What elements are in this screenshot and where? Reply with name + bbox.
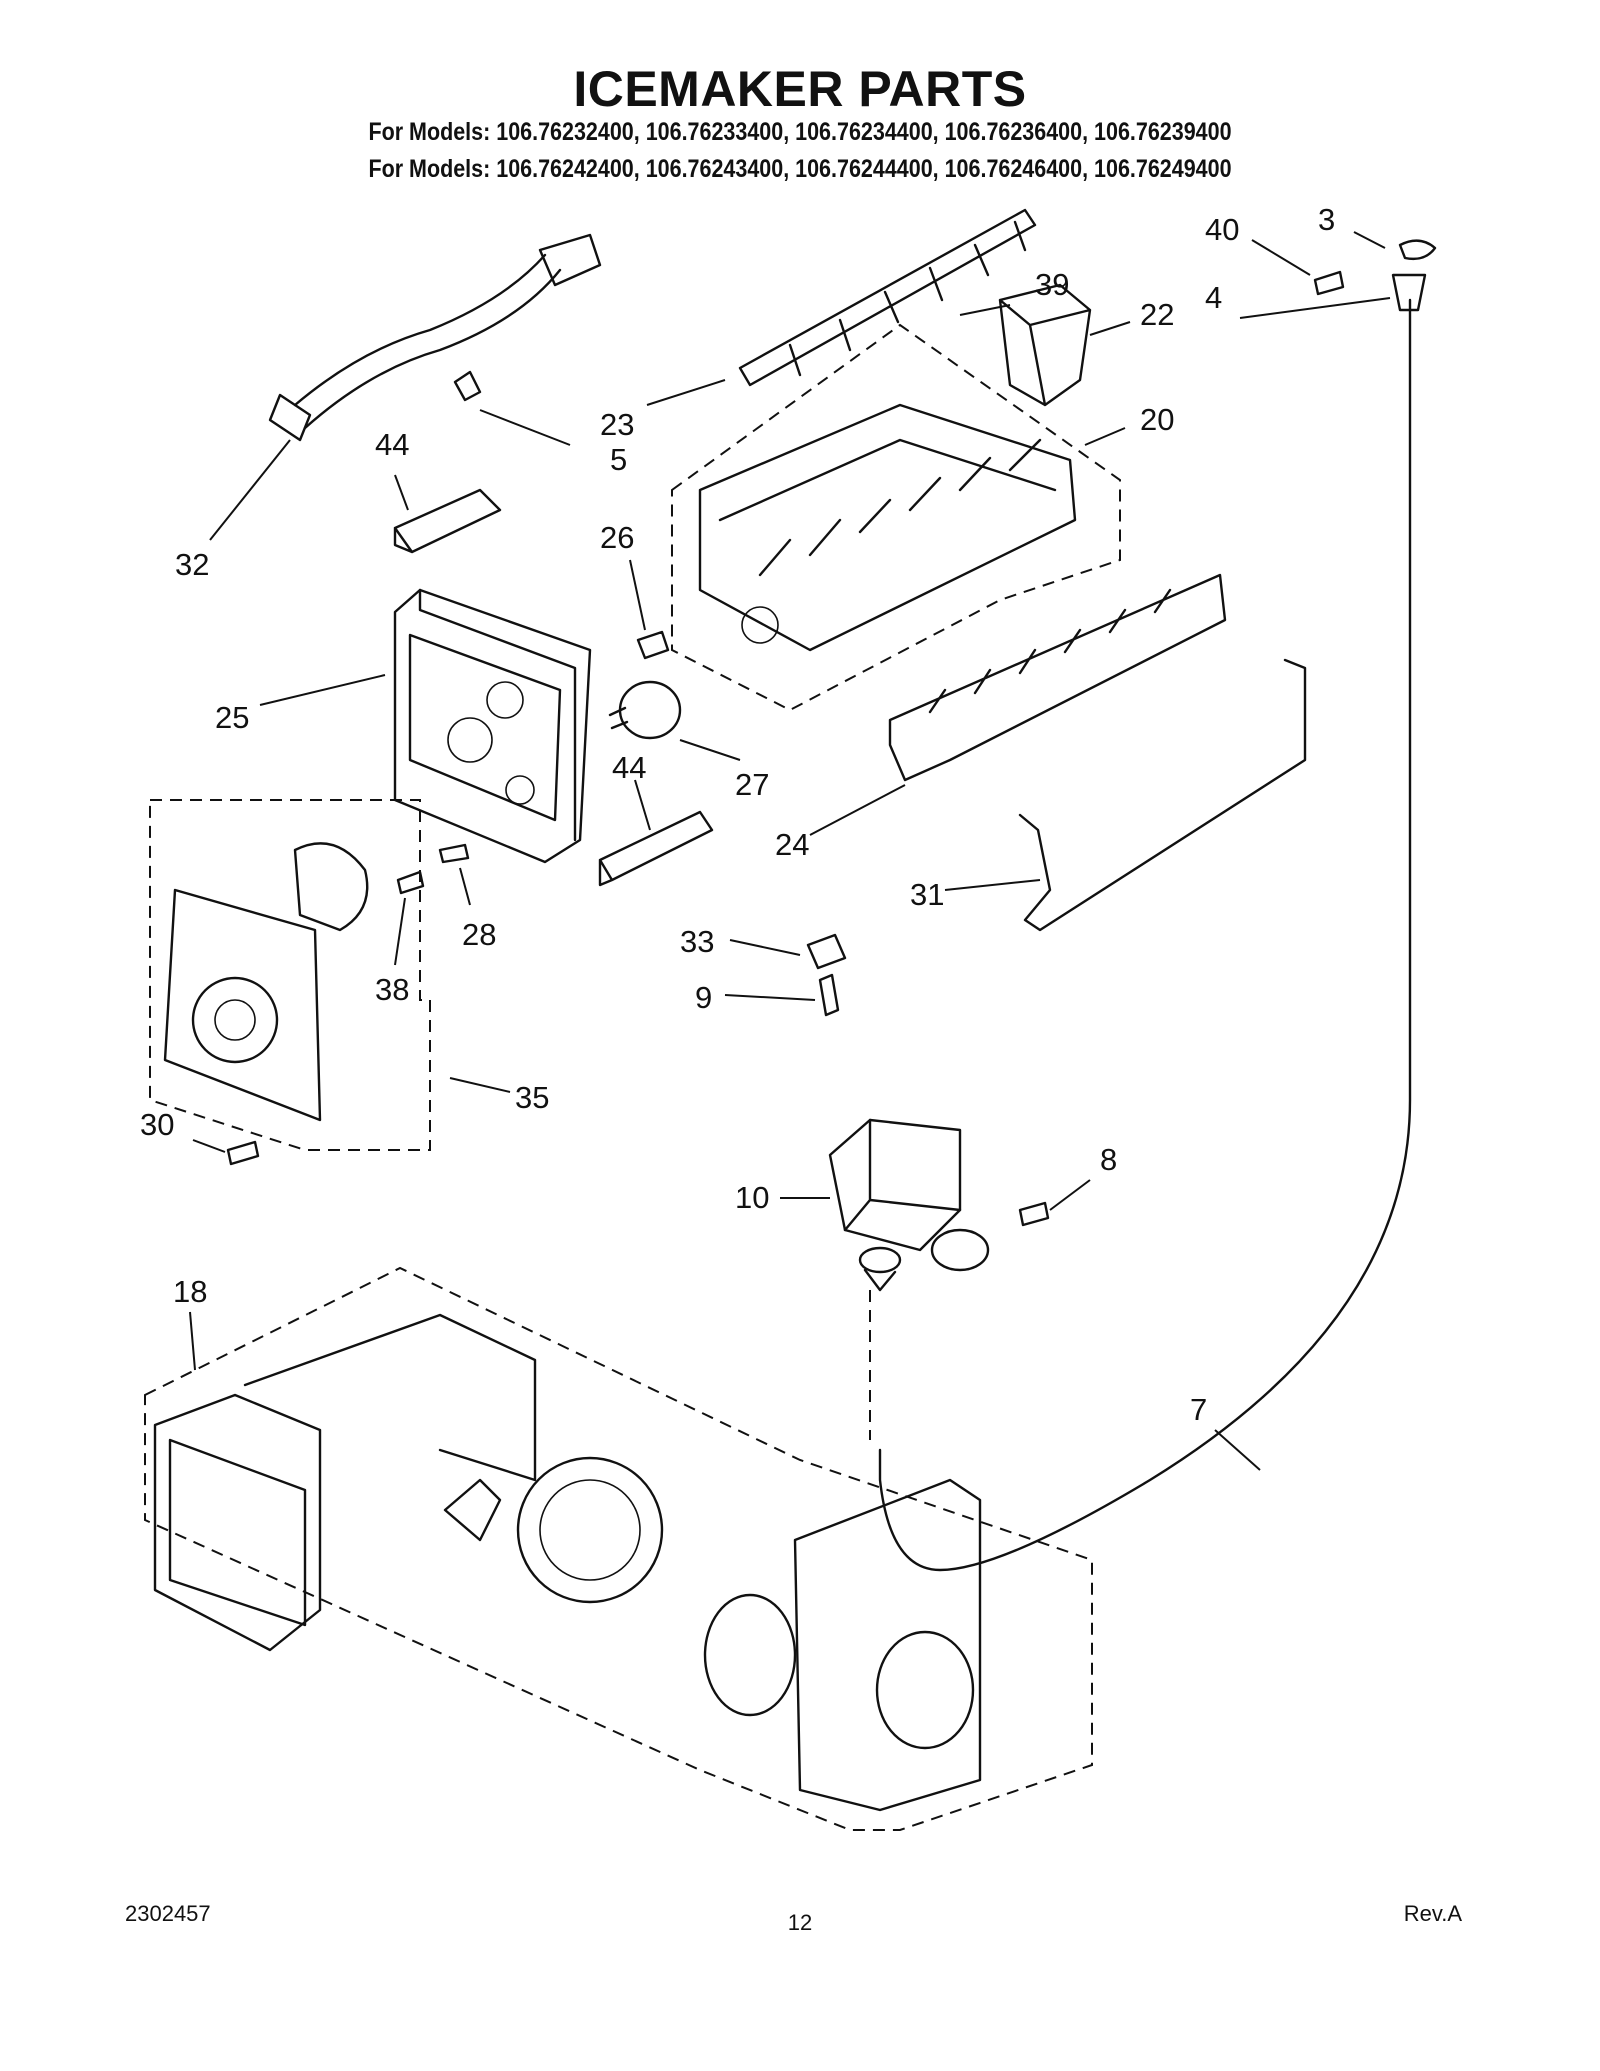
callout-26: 26 [600,520,634,555]
callout-3: 3 [1318,202,1335,237]
ice-stripper [888,573,1227,782]
callout-25: 25 [215,700,249,735]
screw-30 [226,1140,260,1166]
callout-5: 5 [610,442,627,477]
callout-30: 30 [140,1107,174,1142]
icemaker-housing [393,588,592,864]
clamp-3 [1398,239,1437,261]
callout-39: 39 [1035,267,1069,302]
screw-8 [1018,1201,1050,1227]
fitting-4 [1391,273,1427,312]
thermostat-clip [636,630,670,660]
callout-7: 7 [1190,1392,1207,1427]
shield-bracket-lower [598,810,714,887]
leader-lines [189,231,1391,1471]
callout-27: 27 [735,767,769,802]
document-number: 2302457 [125,1901,211,1926]
callout-18: 18 [173,1274,207,1309]
screw-38 [396,870,425,895]
callout-9: 9 [695,980,712,1015]
callout-20: 20 [1140,402,1174,437]
callout-38: 38 [375,972,409,1007]
shield-bracket-upper [393,488,502,554]
callout-labels: 3 40 4 39 22 20 23 5 44 32 26 25 27 44 2… [140,202,1335,1427]
ice-level-arm [1018,658,1307,932]
wire-harness [268,233,602,442]
ice-mold [698,403,1077,652]
callout-23: 23 [600,407,634,442]
callout-33: 33 [680,924,714,959]
models-line-2: For Models: 106.76242400, 106.76243400, … [368,155,1232,183]
control-assembly-boundary [149,799,431,1151]
ice-bin [998,283,1092,407]
revision-label: Rev.A [1403,1901,1462,1926]
callout-28: 28 [462,917,496,952]
screw-40 [1313,270,1345,296]
callout-31: 31 [910,877,944,912]
control-assembly [163,842,369,1122]
harness-clip [453,370,482,402]
fill-tube-7 [878,298,1412,1572]
page-title: ICEMAKER PARTS [573,61,1027,117]
callout-4: 4 [1205,280,1222,315]
callout-44-upper: 44 [375,427,409,462]
bracket-33 [806,933,847,970]
mold-assembly-boundary [671,323,1121,712]
fan-assembly [153,1313,982,1812]
models-line-1: For Models: 106.76232400, 106.76233400, … [368,118,1232,146]
callout-44-lower: 44 [612,750,646,785]
callout-40: 40 [1205,212,1239,247]
fan-assembly-boundary [144,1266,1093,1831]
screw-28 [438,843,470,864]
callout-32: 32 [175,547,209,582]
thermostat [608,680,682,740]
page-number: 12 [787,1910,813,1935]
callout-22: 22 [1140,297,1174,332]
callout-8: 8 [1100,1142,1117,1177]
callout-10: 10 [735,1180,769,1215]
ejector-shaft [738,208,1037,387]
screw-9 [818,973,840,1017]
callout-35: 35 [515,1080,549,1115]
callout-24: 24 [775,827,809,862]
water-valve [828,1118,990,1292]
